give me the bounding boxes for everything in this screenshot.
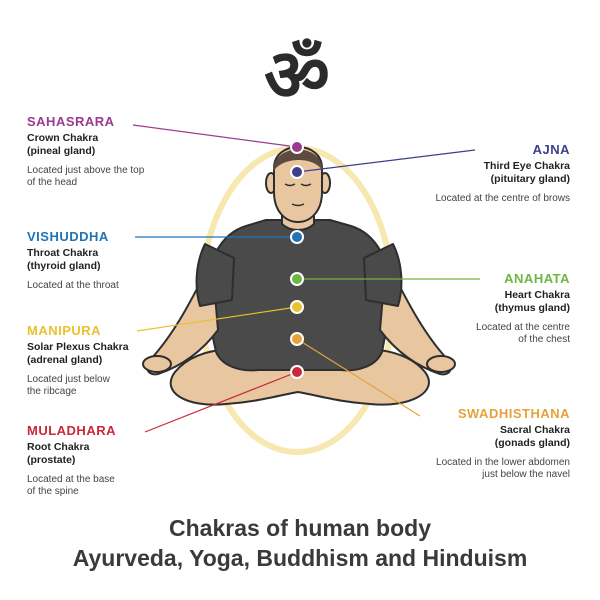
chakra-gland: (pineal gland) [27, 145, 96, 158]
left-eye [284, 183, 296, 187]
chakra-dot-muladhara [292, 367, 302, 377]
label-sahasrara: SAHASRARA Crown Chakra (pineal gland) Lo… [27, 114, 177, 190]
chakra-title: Root Chakra [27, 441, 90, 454]
chakra-dots [290, 140, 304, 379]
chakra-title: Third Eye Chakra [483, 160, 570, 173]
right-sleeve [363, 243, 403, 307]
chakra-dot-ajna [292, 167, 302, 177]
chakra-name: MANIPURA [27, 323, 102, 338]
connector-manipura [136, 306, 298, 332]
connector-ajna [296, 149, 476, 173]
chakra-name: AJNA [532, 142, 570, 157]
mouth [291, 203, 305, 207]
chakra-dot-anahata [292, 274, 302, 284]
chakra-title: Sacral Chakra [499, 424, 570, 437]
chakra-location: Located at the centre of the chest [476, 321, 570, 346]
connector-muladhara [144, 371, 298, 433]
right-eye [300, 183, 312, 187]
page-title: Chakras of human body [169, 515, 431, 541]
connector-lines [132, 124, 480, 433]
left-hand [142, 355, 172, 373]
chakra-title: Heart Chakra [504, 289, 570, 302]
chakra-location: Located at the throat [27, 279, 119, 291]
chakra-location: Located just below the ribcage [27, 373, 110, 398]
chakra-title: Solar Plexus Chakra [27, 341, 129, 354]
chakra-dot-manipura [292, 302, 302, 312]
label-swadhisthana: SWADHISTHANA Sacral Chakra (gonads gland… [395, 406, 570, 482]
chakra-name: MULADHARA [27, 423, 116, 438]
om-symbol: ॐ [264, 33, 330, 117]
chakra-title: Throat Chakra [27, 247, 99, 260]
chakra-name: ANAHATA [504, 271, 570, 286]
label-muladhara: MULADHARA Root Chakra (prostate) Located… [27, 423, 177, 499]
chakra-location: Located at the base of the spine [27, 473, 115, 498]
label-anahata: ANAHATA Heart Chakra (thymus gland) Loca… [420, 271, 570, 347]
chakra-gland: (gonads gland) [494, 437, 570, 450]
chakra-location: Located just above the top of the head [27, 164, 145, 189]
label-vishuddha: VISHUDDHA Throat Chakra (thyroid gland) … [27, 229, 177, 292]
connector-swadhisthana [296, 338, 421, 417]
chakra-gland: (thyroid gland) [27, 260, 101, 273]
connector-sahasrara [132, 124, 298, 148]
label-manipura: MANIPURA Solar Plexus Chakra (adrenal gl… [27, 323, 177, 399]
hair [272, 149, 324, 172]
chakra-name: SWADHISTHANA [457, 406, 570, 421]
chakra-gland: (adrenal gland) [27, 354, 103, 367]
chakra-dot-swadhisthana [292, 334, 302, 344]
chakra-name: SAHASRARA [27, 114, 115, 129]
chakra-name: VISHUDDHA [27, 229, 109, 244]
chakra-gland: (pituitary gland) [490, 173, 570, 186]
left-sleeve [195, 243, 235, 307]
page-subtitle: Ayurveda, Yoga, Buddhism and Hinduism [72, 545, 528, 571]
right-hand [426, 355, 456, 373]
chakra-dot-vishuddha [292, 232, 302, 242]
chakra-gland: (thymus gland) [494, 302, 570, 315]
chakra-gland: (prostate) [27, 454, 76, 467]
chakra-location: Located at the centre of brows [435, 192, 570, 204]
chakra-location: Located in the lower abdomen just below … [436, 456, 570, 481]
chakra-title: Crown Chakra [27, 132, 99, 145]
chakra-dot-sahasrara [292, 142, 302, 152]
label-ajna: AJNA Third Eye Chakra (pituitary gland) … [400, 142, 570, 205]
